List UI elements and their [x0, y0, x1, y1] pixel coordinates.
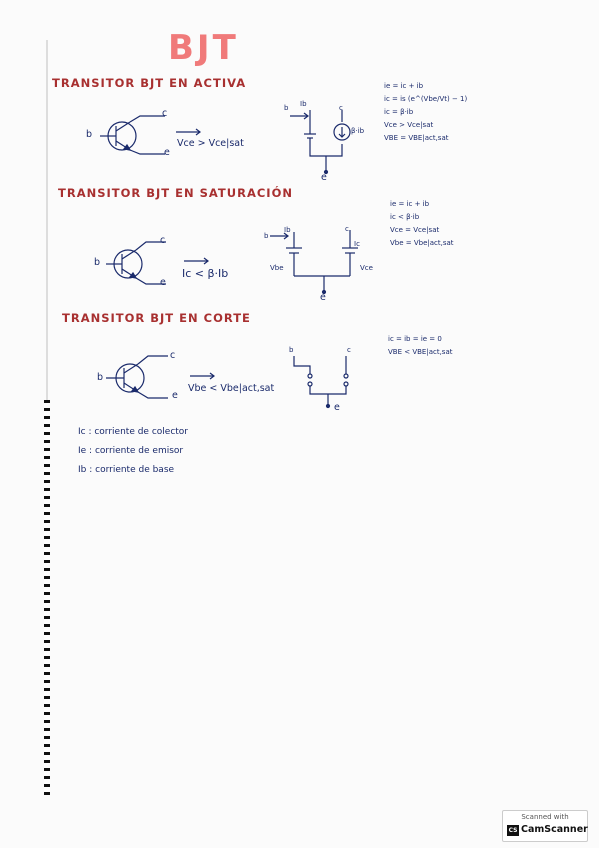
arrow-icon — [176, 128, 201, 136]
equation-item: Vce > Vce|sat — [384, 121, 434, 129]
model-vbe-saturacion: Vbe — [270, 264, 284, 272]
equation-item: ic < β·ib — [390, 213, 420, 221]
terminal-c-saturacion: c — [160, 235, 166, 246]
model-ic-saturacion: Ic — [354, 240, 360, 248]
equation-item: Vce = Vce|sat — [390, 226, 440, 234]
equation-item: ic = is (e^(Vbe/Vt) − 1) — [384, 95, 468, 103]
terminal-b-activa: b — [86, 129, 93, 140]
model-ib-activa: Ib — [300, 100, 307, 108]
model-vce-saturacion: Vce — [360, 264, 373, 272]
equation-item: ic = β·ib — [384, 108, 414, 116]
model-terminal-c-corte: c — [347, 346, 351, 354]
equations-saturacion: ie = ic + ib ic < β·ib Vce = Vce|sat Vbe… — [390, 198, 454, 250]
circuit-model-corte — [293, 356, 349, 409]
equation-item: ie = ic + ib — [384, 82, 424, 90]
model-terminal-b-saturacion: b — [264, 232, 269, 240]
terminal-e-saturacion: e — [160, 277, 166, 288]
arrow-icon — [190, 372, 215, 380]
model-source-activa: β·ib — [351, 127, 365, 135]
heading-saturacion: TRANSITOR BJT EN SATURACIÓN — [58, 186, 293, 200]
heading-activa: TRANSITOR BJT EN ACTIVA — [52, 76, 247, 90]
model-terminal-b-activa: b — [284, 104, 289, 112]
terminal-b-corte: b — [97, 372, 104, 383]
badge-caption: Scanned with — [521, 813, 569, 821]
definition-ic: Ic : corriente de colector — [78, 427, 189, 437]
model-terminal-e-saturacion: e — [320, 292, 326, 303]
model-terminal-e-activa: e — [321, 172, 327, 183]
model-ib-saturacion: Ib — [284, 226, 291, 234]
transistor-symbol-saturacion — [106, 241, 166, 285]
circuit-model-saturacion — [270, 230, 358, 295]
condition-activa: Vce > Vce|sat — [177, 138, 244, 149]
condition-corte: Vbe < Vbe|act,sat — [188, 383, 275, 394]
spiral-binding — [44, 400, 50, 795]
model-terminal-c-activa: c — [339, 104, 343, 112]
equation-item: VBE < VBE|act,sat — [388, 348, 453, 356]
page-edge-shadow — [46, 40, 48, 400]
terminal-b-saturacion: b — [94, 257, 101, 268]
equations-activa: ie = ic + ib ic = is (e^(Vbe/Vt) − 1) ic… — [384, 80, 467, 145]
terminal-c-corte: c — [170, 350, 176, 361]
equation-item: Vbe = Vbe|act,sat — [390, 239, 454, 247]
transistor-symbol-corte — [106, 355, 168, 399]
camscanner-badge: Scanned with CS CamScanner — [502, 810, 588, 842]
camscanner-logo-icon: CS — [507, 825, 519, 836]
definition-ie: Ie : corriente de emisor — [78, 446, 184, 456]
definition-ib: Ib : corriente de base — [78, 465, 175, 475]
equations-corte: ic = ib = ie = 0 VBE < VBE|act,sat — [388, 333, 453, 359]
model-terminal-c-saturacion: c — [345, 225, 349, 233]
heading-corte: TRANSITOR BJT EN CORTE — [62, 311, 251, 325]
equation-item: ie = ic + ib — [390, 200, 430, 208]
equation-item: VBE = VBE|act,sat — [384, 134, 449, 142]
condition-saturacion: Ic < β·Ib — [182, 267, 229, 280]
equation-item: ic = ib = ie = 0 — [388, 335, 442, 343]
model-terminal-e-corte: e — [334, 402, 340, 413]
model-terminal-b-corte: b — [289, 346, 294, 354]
transistor-symbol-activa — [100, 115, 165, 155]
circuit-model-activa — [290, 110, 351, 175]
badge-name: CamScanner — [521, 824, 588, 835]
terminal-e-corte: e — [172, 390, 178, 401]
terminal-c-activa: c — [162, 108, 168, 119]
page-title: BJT — [168, 28, 239, 68]
terminal-e-activa: e — [164, 147, 170, 158]
arrow-icon — [184, 257, 209, 265]
